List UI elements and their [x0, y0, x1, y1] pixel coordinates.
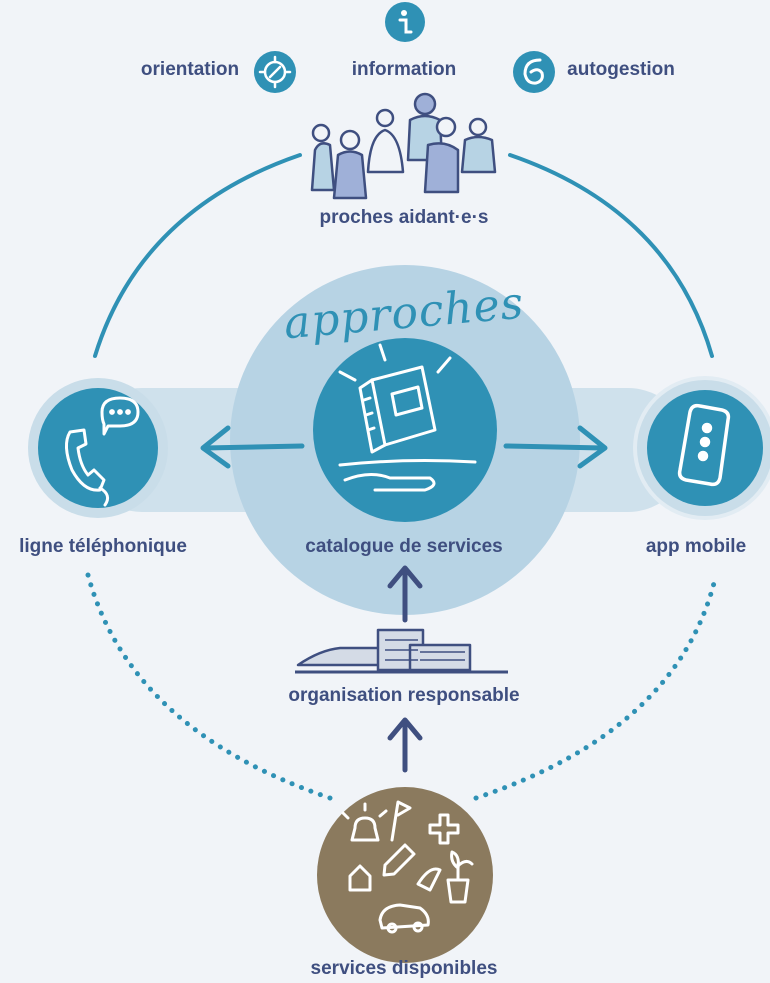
- self-management-icon: [513, 51, 555, 93]
- phone-node: [38, 388, 158, 508]
- info-icon: [385, 2, 425, 42]
- orientation-label: orientation: [140, 59, 240, 80]
- arc-left-solid: [93, 153, 302, 358]
- mobile-node: [647, 390, 763, 506]
- services-label: services disponibles: [310, 958, 498, 979]
- telephone-chat-icon: [65, 396, 140, 507]
- arrow-right: [503, 425, 608, 469]
- people-group-icon: [310, 92, 497, 200]
- phone-label: ligne téléphonique: [19, 536, 187, 557]
- arrow-up-to-organisation: [387, 717, 423, 773]
- book-on-hand-icon: [338, 343, 477, 492]
- smartphone-icon: [677, 403, 731, 487]
- arrow-up-to-catalog: [387, 565, 423, 623]
- caregivers-label: proches aidant·e·s: [319, 207, 489, 228]
- arc-right-dotted: [473, 572, 719, 801]
- arrow-left: [200, 425, 305, 469]
- arc-right-solid: [508, 153, 714, 358]
- arc-left-dotted: [85, 572, 333, 801]
- organisation-label: organisation responsable: [288, 685, 520, 706]
- services-node: [317, 787, 493, 963]
- autogestion-label: autogestion: [567, 59, 675, 80]
- mobile-label: app mobile: [645, 536, 747, 557]
- information-label: information: [351, 59, 457, 80]
- compass-icon: [254, 51, 296, 93]
- building-icon: [295, 628, 508, 674]
- catalog-label: catalogue de services: [305, 536, 503, 557]
- services-collage-icon: [341, 800, 474, 934]
